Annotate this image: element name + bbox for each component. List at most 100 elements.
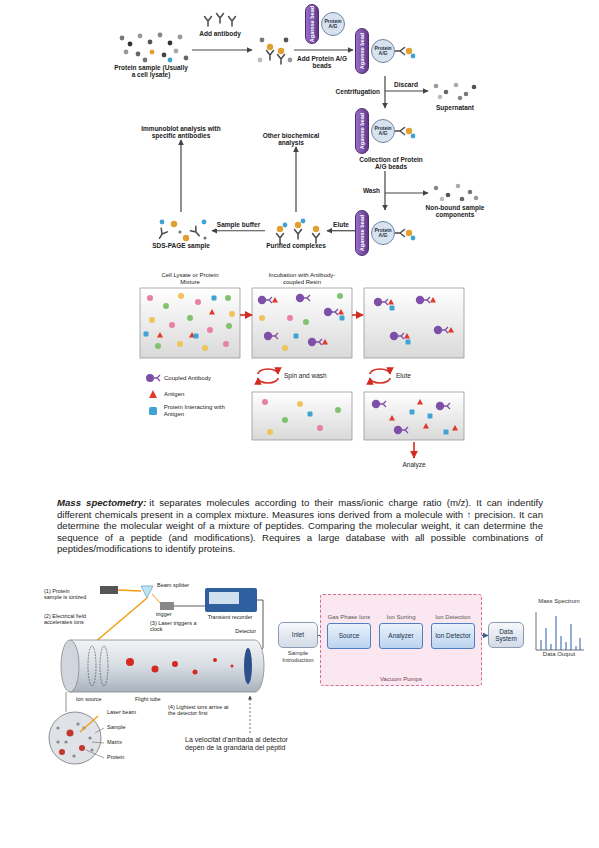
- sds-sample: [183, 235, 189, 241]
- legend-label: Protein Interacting with Antigen: [164, 404, 245, 418]
- supernatant-dots: [454, 83, 459, 88]
- part-label: Transient recorder: [203, 614, 257, 620]
- sample-magnifier: [88, 736, 91, 739]
- bound-complexes: [374, 298, 388, 306]
- process-box: Analyzer: [379, 623, 423, 649]
- eluted-antigen: [423, 423, 429, 429]
- non-bound-dots: [474, 196, 479, 201]
- washed-away: [262, 399, 268, 405]
- complex-stage: Purified complexes: [265, 212, 327, 249]
- legend-label: Coupled Antibody: [164, 375, 211, 382]
- part-label: Protein: [107, 754, 151, 760]
- antibody-complex: [288, 58, 293, 63]
- sample-stage: SDS-PAGE sample: [150, 212, 212, 249]
- eluted-antigen: [436, 402, 450, 410]
- antibody-symbol: [205, 14, 236, 27]
- step-label: Analyze: [394, 461, 434, 468]
- laser-optics: [100, 586, 118, 594]
- sample-magnifier: [76, 722, 79, 725]
- laser-optics: [160, 602, 174, 610]
- protein-sample: [128, 42, 133, 47]
- panel: [252, 392, 352, 440]
- laser-optics: [152, 594, 160, 603]
- bead-label: Agarose bead: [359, 215, 365, 251]
- step-label: Supernatant: [428, 104, 482, 111]
- sds-sample: [156, 220, 206, 242]
- step-label: Non-bound sample components: [424, 204, 486, 219]
- eluted-antigen: [428, 414, 433, 419]
- box-heading: Ion Detection: [435, 614, 470, 623]
- flow-arrow: [413, 442, 415, 458]
- antibody-symbol: [145, 372, 161, 384]
- resin-incubation: [258, 293, 345, 351]
- bound-complexes: [374, 296, 454, 345]
- paragraph: Mass spectometry:it separates molecules …: [57, 497, 543, 555]
- protein-sample: [184, 56, 189, 61]
- sds-sample: [171, 221, 177, 227]
- protein-sample: [174, 49, 179, 54]
- flow-arrow: [294, 49, 353, 50]
- protein-ag-label: Protein A/G: [372, 46, 394, 57]
- antibody-symbol: [146, 374, 154, 382]
- agarose-bead: Agarose bead: [355, 28, 369, 74]
- process-box: Ion Detector: [431, 623, 475, 649]
- sample-magnifier: [79, 745, 85, 751]
- antibody-complex: [284, 38, 289, 43]
- purified-complex: [313, 234, 320, 244]
- legend-label: Antigen: [164, 391, 184, 398]
- purified-complex: [277, 234, 284, 244]
- protein-mixture: [194, 334, 199, 339]
- flight-tube: [213, 658, 217, 662]
- bead-node: Agarose beadProtein A/G: [305, 4, 347, 46]
- non-bound-dots: [434, 184, 479, 202]
- protein-mixture: [209, 309, 215, 315]
- protein-mixture: [229, 311, 235, 317]
- box-label: Source: [339, 632, 360, 639]
- resin-incubation: [340, 316, 345, 321]
- washed-away: [297, 401, 303, 407]
- supernatant-dots: [464, 92, 469, 97]
- heading-area: Ion Sorting: [379, 605, 423, 623]
- resin-incubation: [258, 296, 272, 304]
- laser-optics: [141, 586, 153, 598]
- agarose-bead: Agarose bead: [355, 210, 369, 256]
- protein-symbol: [149, 407, 157, 415]
- protein-mixture: [163, 303, 169, 309]
- protein-mixture: [207, 327, 213, 333]
- mass-spectrum: [536, 612, 584, 650]
- bound-complexes: [388, 299, 394, 305]
- region-label: Vacuum Pumps: [321, 676, 481, 682]
- protein-sample: [143, 58, 148, 63]
- protein-ag-circle: Protein A/G: [371, 39, 395, 63]
- protein-ag-label: Protein A/G: [372, 126, 394, 137]
- protein-mixture: [149, 317, 155, 323]
- resin-incubation: [303, 319, 309, 325]
- washed-away: [308, 412, 313, 417]
- bound-complexes: [406, 340, 411, 345]
- paragraph-heading: Mass spectometry:: [57, 497, 146, 508]
- sds-sample: [203, 236, 206, 239]
- spin-icon: [258, 378, 278, 383]
- leader-arrow: [250, 696, 251, 733]
- purified-complex: [277, 219, 320, 243]
- node-label: SDS-PAGE sample: [150, 242, 212, 249]
- eluted-antigen: [410, 410, 415, 415]
- heading-area: Gas Phase Ions: [327, 605, 371, 623]
- sample-magnifier: [66, 692, 67, 712]
- bead-complex: [411, 134, 416, 139]
- panel: Cell Lysate or Protein Mixture: [140, 270, 240, 360]
- sample-magnifier: [95, 728, 104, 733]
- protein-ag-circle: Protein A/G: [321, 12, 345, 36]
- washed-away: [335, 407, 341, 413]
- step-label: Add Protein A/G beads: [292, 55, 352, 70]
- non-bound-dots: [468, 190, 473, 195]
- connector: [180, 140, 181, 212]
- connector: [327, 230, 355, 231]
- connector-label: Elute: [332, 221, 350, 228]
- sample-magnifier: [80, 716, 98, 732]
- bead-node: Agarose beadProtein A/GCollection of Pro…: [355, 108, 427, 171]
- panel: [364, 288, 464, 358]
- bound-complexes: [390, 332, 404, 340]
- protein-mixture: [212, 296, 217, 301]
- connector-label: Centrifugation: [335, 88, 381, 95]
